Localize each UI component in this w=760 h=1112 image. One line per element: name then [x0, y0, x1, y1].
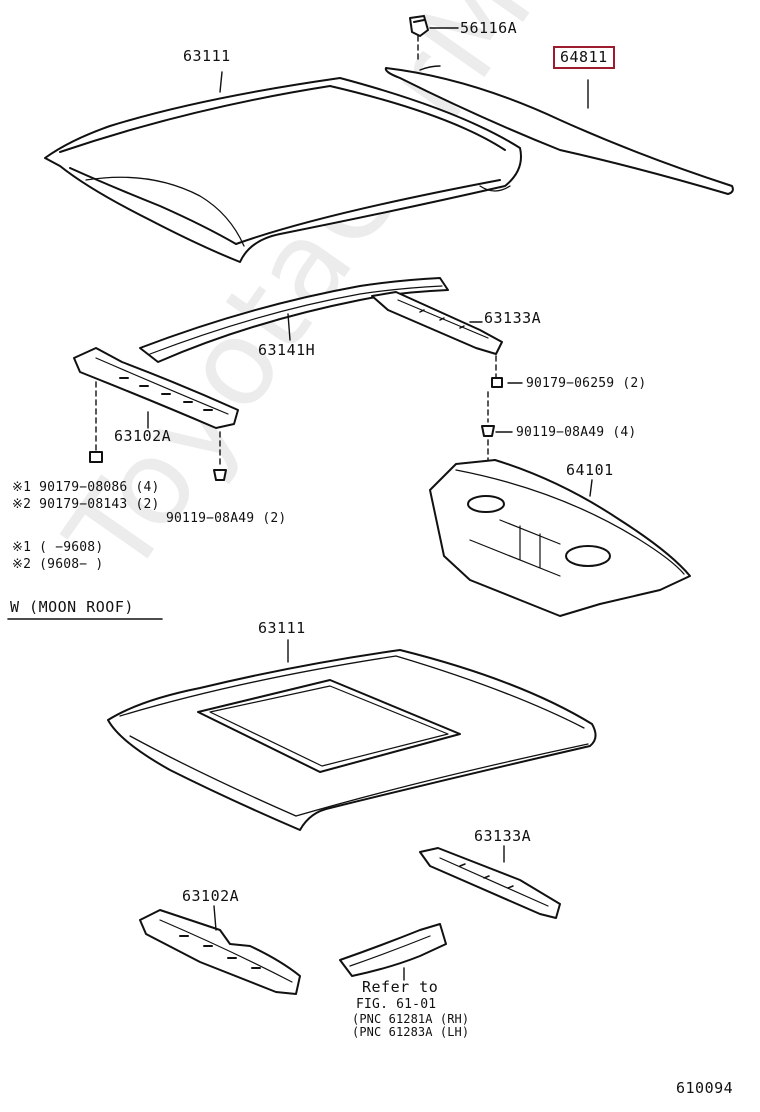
roof-bow-63133a-bottom-drawing: [419, 845, 561, 919]
part-label-63133a-top: 63133A: [484, 309, 542, 327]
roof-bow-63133a-top-drawing: [371, 291, 503, 381]
roof-header-63141h-drawing: [139, 277, 449, 363]
front-header-63102a-top-drawing: [73, 347, 239, 481]
refer-to-text: Refer to: [362, 978, 439, 996]
pnc-lh-text: (PNC 61283A (LH): [352, 1025, 470, 1039]
section-title-moon-roof: W (MOON ROOF): [10, 598, 134, 616]
bracket-refer-drawing: [339, 923, 447, 981]
fastener-right-drawing: [481, 377, 523, 463]
part-label-56116a: 56116A: [460, 19, 518, 37]
part-label-63111-top: 63111: [183, 47, 231, 65]
clip-56116a-drawing: [409, 15, 459, 61]
part-label-90179-06259: 90179−06259 (2): [526, 376, 647, 391]
note-2: ※2 (9608− ): [12, 557, 104, 572]
part-label-63133a-bottom: 63133A: [474, 827, 532, 845]
note-1: ※1 ( −9608): [12, 540, 104, 555]
roof-panel-63111-moonroof-drawing: [107, 639, 597, 831]
part-label-63111-bottom: 63111: [258, 619, 306, 637]
part-label-64811-highlighted[interactable]: 64811: [553, 46, 615, 69]
part-label-63102a-bottom: 63102A: [182, 887, 240, 905]
part-label-90119-08a49-left: 90119−08A49 (2): [166, 511, 287, 526]
part-label-63141h: 63141H: [258, 341, 316, 359]
part-label-63102a-top: 63102A: [114, 427, 172, 445]
package-tray-64101-drawing: [429, 459, 691, 617]
front-header-63102a-bottom-drawing: [139, 905, 301, 995]
part-label-90179-08143: ※2 90179−08143 (2): [12, 497, 160, 512]
part-label-90119-08a49-right: 90119−08A49 (4): [516, 425, 637, 440]
roof-panel-63111-drawing: [44, 71, 522, 263]
part-label-90179-08086: ※1 90179−08086 (4): [12, 480, 160, 495]
part-label-64101: 64101: [566, 461, 614, 479]
fig-ref-text[interactable]: FIG. 61-01: [356, 997, 437, 1012]
figure-number: 610094: [676, 1079, 734, 1097]
pnc-rh-text: (PNC 61281A (RH): [352, 1012, 470, 1026]
weatherstrip-64811-drawing: [384, 65, 734, 195]
